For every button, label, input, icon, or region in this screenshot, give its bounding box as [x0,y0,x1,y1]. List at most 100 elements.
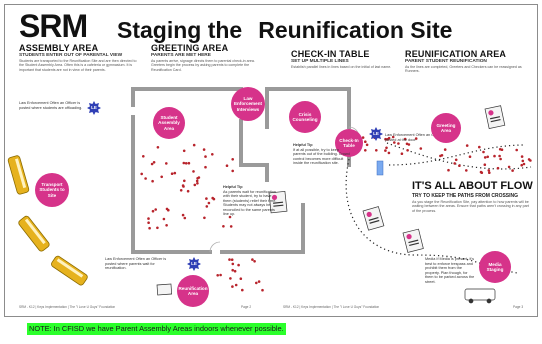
person-dot [364,149,367,152]
person-dot [165,162,168,165]
person-dot [507,165,511,169]
flow-body: As you stage the Reunification Site, pay… [412,200,529,213]
page-title: Staging the Reunification Site [117,17,452,44]
person-dot [231,285,234,288]
person-dot [181,184,185,187]
person-dot [486,155,490,159]
person-dot [154,208,157,211]
helpful-tip-2-title: Helpful Tip [293,143,313,147]
flow-subtitle: TRY TO KEEP THE PATHS FROM CROSSING [412,193,519,199]
person-dot [365,143,369,147]
person-dot [511,169,514,172]
person-dot [183,179,186,183]
footer-right: SRM - K12 | Keys Implementation | The "I… [283,305,380,309]
person-dot [152,161,156,164]
check-in-table-shape [376,160,384,176]
assembly-area-heading: ASSEMBLY AREA [19,43,99,53]
person-dot [387,151,391,155]
person-dot [216,274,219,277]
student-assembly-bubble: Student Assembly Area [153,107,185,139]
footer-right-page: Page 3 [513,305,524,309]
person-dot [147,221,150,224]
law-enforcement-note-bottom: Law Enforcement Often an Officer is post… [105,257,167,270]
person-dot [478,145,481,149]
person-dot [156,226,159,230]
le-badge-icon: LE [87,101,101,115]
person-dot [483,163,487,166]
greeting-area-bubble: Greeting Area [431,113,461,143]
person-dot [229,277,232,280]
person-dot [179,189,183,192]
person-dot [522,162,526,166]
person-dot [500,148,504,151]
person-dot [527,158,531,161]
assembly-area-body: Students are transported to the Reunific… [19,59,137,72]
flow-path [345,144,526,274]
person-dot [173,171,177,175]
greeting-area-heading: GREETING AREA [151,43,229,53]
check-in-table-bubble: Check-In Table [335,129,363,157]
person-dot [443,148,447,151]
person-dot [195,179,199,183]
person-dot [465,169,468,172]
person-dot [204,155,207,158]
person-dot [207,201,211,205]
helpful-tip-2: Helpful Tip If at all possible, try to k… [293,143,351,166]
person-dot [192,170,195,173]
person-dot [482,150,485,154]
person-dot [186,189,190,193]
person-dot [222,225,225,228]
sign-icons [156,105,506,296]
person-dot [384,149,387,152]
person-dot [405,142,409,146]
person-dot [387,136,391,140]
person-dot [192,143,196,147]
person-dot [400,152,404,155]
title-part-2: Reunification Site [258,17,453,43]
person-dot [205,205,209,208]
person-dot [160,175,163,179]
person-dot [211,196,214,200]
helpful-tip-1: Helpful Tip As parents wait for reunific… [223,185,281,217]
person-dot [165,224,168,227]
person-dot [228,258,231,261]
person-dot [231,169,234,173]
person-dot [219,273,222,277]
person-dot [165,207,169,211]
person-dot [196,182,199,185]
helpful-tip-2-text: If at all possible, try to keep parents … [293,147,350,166]
le-badge-icon: LE [369,127,383,141]
reunification-sub: PARENT STUDENT REUNIFICATION [405,59,487,64]
greeting-area-body: As parents arrive, signage directs them … [151,59,255,72]
person-dot [225,164,229,167]
person-dot [230,258,234,261]
person-dot [182,149,186,153]
footer-left: SRM - K12 | Keys Implementation | The "I… [19,305,116,309]
person-dot [454,158,458,162]
law-enforcement-note-right: Law Enforcement Often an Officer is post… [385,133,447,142]
person-dot [439,154,442,158]
bottom-note: NOTE: In CFISD we have Parent Assembly A… [27,323,286,335]
title-part-1: Staging the [117,17,243,43]
person-dot [364,140,367,143]
person-dot [397,142,400,145]
person-dot [521,159,525,163]
person-dot [147,217,150,220]
media-note: Media If Media is present, it's best to … [425,257,475,284]
people-dots [140,135,532,292]
person-dot [465,144,469,147]
person-dot [151,179,154,183]
person-dot [231,268,234,272]
check-in-body: Establish parallel lines in lines based … [291,65,392,69]
crisis-counseling-bubble: Crisis Counseling [289,101,321,133]
person-dot [150,162,154,166]
person-dot [229,225,233,228]
person-dot [156,146,160,149]
person-dot [385,146,388,150]
site-layout-diagram [7,87,532,304]
person-dot [231,158,234,161]
person-dot [255,281,258,285]
person-dot [239,277,243,281]
person-dot [483,156,487,159]
